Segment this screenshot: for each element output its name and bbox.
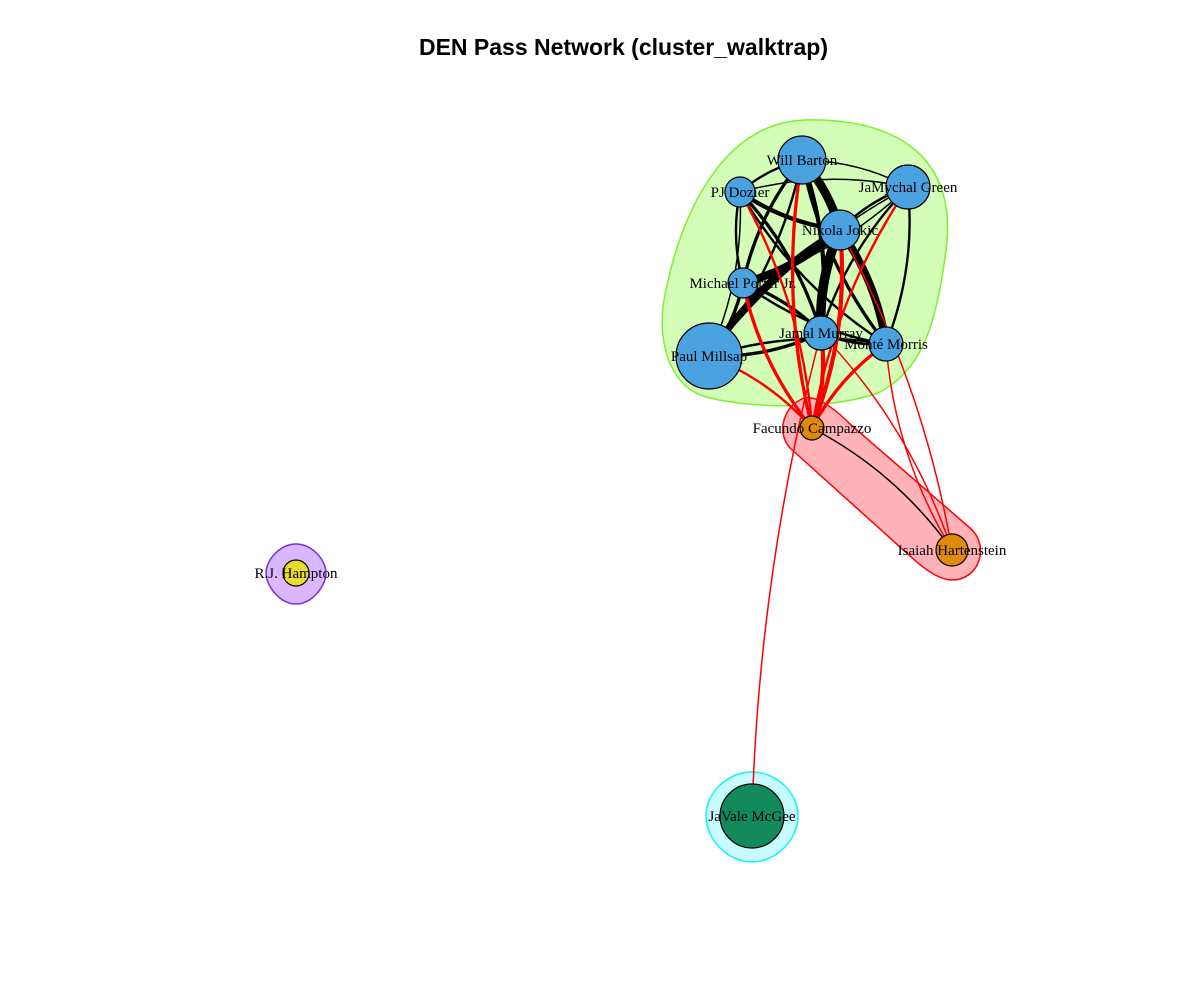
edge-facundo-campazzo-isaiah-hartenstein [811,427,953,551]
node-label-r-j-hampton: R.J. Hampton [255,566,338,582]
node-label-will-barton: Will Barton [767,153,838,169]
edge-facundo-campazzo-will-barton [790,159,814,429]
node-label-jamal-murray: Jamal Murray [779,326,863,342]
node-label-monte-morris: Monté Morris [844,337,928,353]
edge-pj-dozier-monte-morris [738,191,887,346]
node-label-pj-dozier: PJ Dozier [711,185,770,201]
node-pj-dozier[interactable] [724,176,756,208]
node-label-nikola-jokic: Nikola Jokić [802,223,879,239]
edge-isaiah-hartenstein-jamal-murray [820,332,953,551]
edge-facundo-campazzo-michael-porter-jr [741,282,814,430]
chart-title: DEN Pass Network (cluster_walktrap) [418,34,829,60]
node-paul-millsap[interactable] [675,322,743,390]
node-r-j-hampton[interactable] [282,559,310,587]
node-label-isaiah-hartenstein: Isaiah Hartenstein [898,543,1007,559]
edge-pj-dozier-jamal-murray [738,190,823,334]
node-label-facundo-campazzo: Facundo Campazzo [753,421,872,437]
node-nikola-jokic[interactable] [819,209,861,251]
edge-isaiah-hartenstein-nikola-jokic [839,229,953,551]
edge-javale-mcgee-jamal-murray [751,332,822,817]
node-monte-morris[interactable] [868,326,904,362]
network-nodes [282,135,969,849]
node-label-michael-porter-jr: Michael Porter Jr. [689,276,796,292]
node-michael-porter-jr[interactable] [727,267,759,299]
node-javale-mcgee[interactable] [719,783,785,849]
node-jamychal-green[interactable] [885,164,931,210]
node-will-barton[interactable] [777,135,827,185]
community-hull-orange [782,396,982,581]
edge-facundo-campazzo-pj-dozier [738,191,814,429]
node-label-jamychal-green: JaMychal Green [859,180,958,196]
node-jamal-murray[interactable] [803,315,839,351]
node-label-javale-mcgee: JaVale McGee [708,809,795,825]
node-label-paul-millsap: Paul Millsap [671,349,747,365]
node-labels: Will Barton PJ Dozier JaMychal GreenNikola… [255,153,1007,825]
node-isaiah-hartenstein[interactable] [935,533,969,567]
node-facundo-campazzo[interactable] [799,415,825,441]
edge-isaiah-hartenstein-monte-morris [885,343,953,551]
